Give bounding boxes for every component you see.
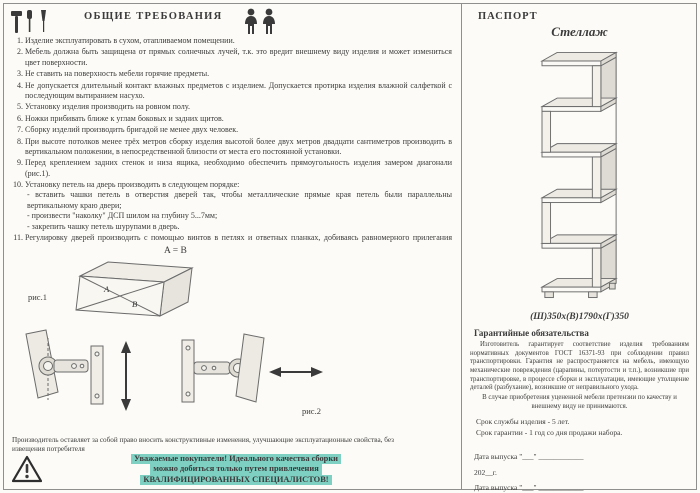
- terms-block: Срок службы изделия - 5 лет. Срок гарант…: [476, 416, 689, 439]
- requirement-item: Ножки прибивать ближе к углам боковых и …: [25, 114, 452, 124]
- store-stamp-label: ШТАМП МАГАЗИНА: [598, 492, 689, 493]
- requirement-item: Установку изделия производить на ровном …: [25, 102, 452, 112]
- diagonal-a-label: A: [103, 284, 110, 294]
- vertical-double-arrow-icon: [121, 341, 131, 411]
- product-dimensions: (Ш)350х(В)1790х(Г)350: [530, 312, 629, 322]
- diagonal-b-label: B: [132, 299, 137, 309]
- shelf-drawing-area: [470, 42, 689, 310]
- requirement-item: Мебель должна быть защищена от прямых со…: [25, 47, 452, 68]
- fig1-label: рис.1: [28, 292, 47, 302]
- requirement-item: Сборку изделий производить бригадой не м…: [25, 125, 452, 135]
- column-divider: [461, 3, 462, 490]
- product-name: Стеллаж: [551, 24, 608, 39]
- requirement-sub-item: - вставить чашки петель в отверстия двер…: [27, 190, 452, 210]
- notice-line: можно добиться только путем привлечения: [150, 464, 322, 475]
- fig1-equality-note: A = B: [164, 246, 187, 256]
- shelf-unit-drawing: [539, 51, 618, 299]
- screwdriver-icon: [27, 10, 32, 32]
- manufacturer-note: Производитель оставляет за собой право в…: [12, 436, 394, 453]
- requirement-sub-item: - произвести "наколку" ДСП шилом на глуб…: [27, 211, 218, 221]
- diagonal-check-diagram: A B: [75, 261, 194, 317]
- requirement-item: Не ставить на поверхность мебели горячие…: [25, 69, 452, 79]
- hammer-icon: [11, 11, 22, 33]
- requirement-sub-item: - закрепить чашку петель шурупами в двер…: [27, 221, 180, 231]
- warranty-period-line: Срок гарантии - 1 год со дня продажи наб…: [476, 428, 623, 438]
- notice-line: Уважаемые покупатели! Идеального качеств…: [130, 454, 341, 465]
- notice-line: КВАЛИФИЦИРОВАННЫХ СПЕЦИАЛИСТОВ!: [140, 474, 332, 485]
- general-header: ОБЩИЕ ТРЕБОВАНИЯ: [4, 7, 460, 37]
- warranty-title: Гарантийные обязательства: [474, 328, 589, 338]
- requirement-item: Регулировку дверей производить с помощью…: [25, 233, 452, 242]
- customer-notice: Уважаемые покупатели! Идеального качеств…: [12, 454, 420, 485]
- awl-icon: [41, 10, 46, 32]
- fig2-label: рис.2: [302, 406, 321, 416]
- requirement-item-text: Установку петель на дверь производить в …: [25, 180, 240, 190]
- figure-2-area: рис.2: [4, 324, 460, 436]
- requirement-item: Установку петель на дверь производить в …: [25, 180, 452, 232]
- warning-triangle-icon: [12, 456, 42, 483]
- hinge-adjustment-diagram-horizontal: [181, 333, 323, 403]
- requirements-list: Изделие эксплуатировать в сухом, отаплив…: [12, 36, 452, 242]
- tools-icon: [11, 10, 46, 33]
- person-icon: [263, 8, 275, 34]
- release-date-lines: Дата выпуска "___" ____________ 202__г. …: [474, 449, 598, 493]
- horizontal-double-arrow-icon: [269, 367, 323, 377]
- hinge-adjustment-diagram-vertical: [25, 329, 131, 411]
- warranty-text: Изготовитель гарантирует соответствие из…: [470, 341, 689, 392]
- dates-and-stamp-row: Дата выпуска "___" ____________ 202__г. …: [470, 449, 689, 493]
- two-person-icon: [245, 8, 275, 34]
- requirement-item: Перед креплением задних стенок и низа ящ…: [25, 158, 452, 179]
- person-icon: [245, 8, 257, 34]
- passport-title: ПАСПОРТ: [478, 11, 538, 22]
- requirement-item: Изделие эксплуатировать в сухом, отаплив…: [25, 36, 452, 46]
- requirement-item: При высоте потолков менее трёх метров сб…: [25, 137, 452, 158]
- customer-notice-text: Уважаемые покупатели! Идеального качеств…: [52, 454, 420, 485]
- general-requirements-title: ОБЩИЕ ТРЕБОВАНИЯ: [84, 11, 223, 22]
- release-date-line-2: Дата выпуска "___" ____________ 202__г.: [474, 483, 584, 493]
- release-date-line-1: Дата выпуска "___" ____________ 202__г.: [474, 451, 584, 477]
- requirement-item: Не допускается длительный контакт влажны…: [25, 81, 452, 102]
- passport-column: ПАСПОРТ Стеллаж: [463, 4, 696, 493]
- discounted-furniture-note: В случае приобретения уцененной мебели п…: [482, 394, 677, 410]
- service-life-line: Срок службы изделия - 5 лет.: [476, 416, 570, 426]
- figure-1-area: A = B рис.1 A B: [4, 244, 460, 324]
- general-requirements-column: ОБЩИЕ ТРЕБОВАНИЯ Изделие эксплуатировать…: [4, 4, 460, 489]
